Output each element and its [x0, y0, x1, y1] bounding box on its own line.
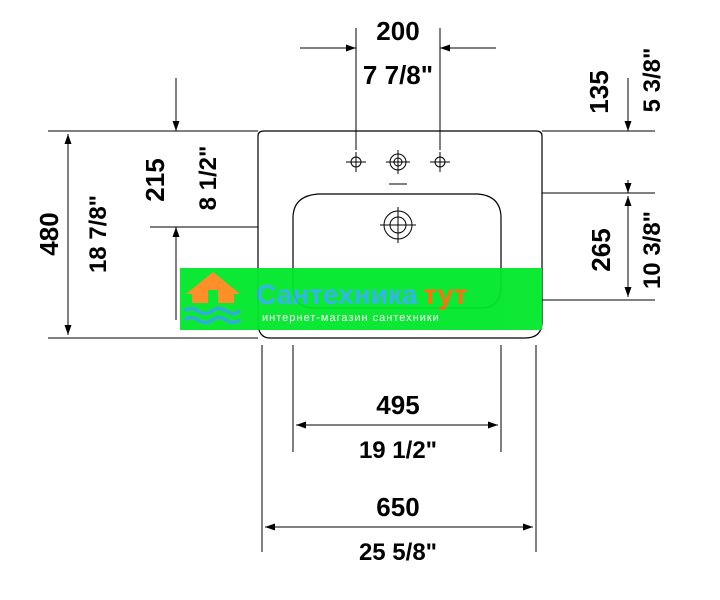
house-logo-icon [182, 272, 242, 325]
dim-tap-spacing-inch: 7 7/8" [363, 60, 433, 90]
tap-hole-center [386, 150, 410, 174]
dim-bowl-height-inch: 10 3/8" [639, 211, 666, 289]
dim-tap-offset-mm: 135 [584, 70, 614, 113]
dim-depth-total-inch: 18 7/8" [85, 195, 112, 273]
watermark-subtitle: интернет-магазин сантехники [262, 312, 440, 324]
dim-overall-width-mm: 650 [376, 492, 419, 522]
dimension-arrows [64, 44, 632, 531]
tap-hole-right [430, 152, 450, 172]
dim-depth-total-mm: 480 [34, 212, 64, 255]
dim-depth-bowl-center-mm: 215 [140, 158, 170, 201]
dim-bowl-height-mm: 265 [586, 228, 616, 271]
extension-lines [48, 28, 655, 552]
dim-overall-width-inch: 25 5/8" [359, 539, 437, 566]
dim-bowl-width-inch: 19 1/2" [359, 437, 437, 464]
watermark-title-accent: тут [423, 279, 467, 310]
watermark-background [180, 268, 542, 330]
watermark-title-main: Сантехника [256, 279, 418, 310]
dim-tap-spacing-mm: 200 [376, 16, 419, 46]
dim-depth-bowl-center-inch: 8 1/2" [195, 146, 222, 211]
tap-hole-left [346, 152, 366, 172]
dim-tap-offset-inch: 5 3/8" [639, 48, 666, 113]
dim-bowl-width-mm: 495 [376, 390, 419, 420]
drain [380, 207, 416, 243]
